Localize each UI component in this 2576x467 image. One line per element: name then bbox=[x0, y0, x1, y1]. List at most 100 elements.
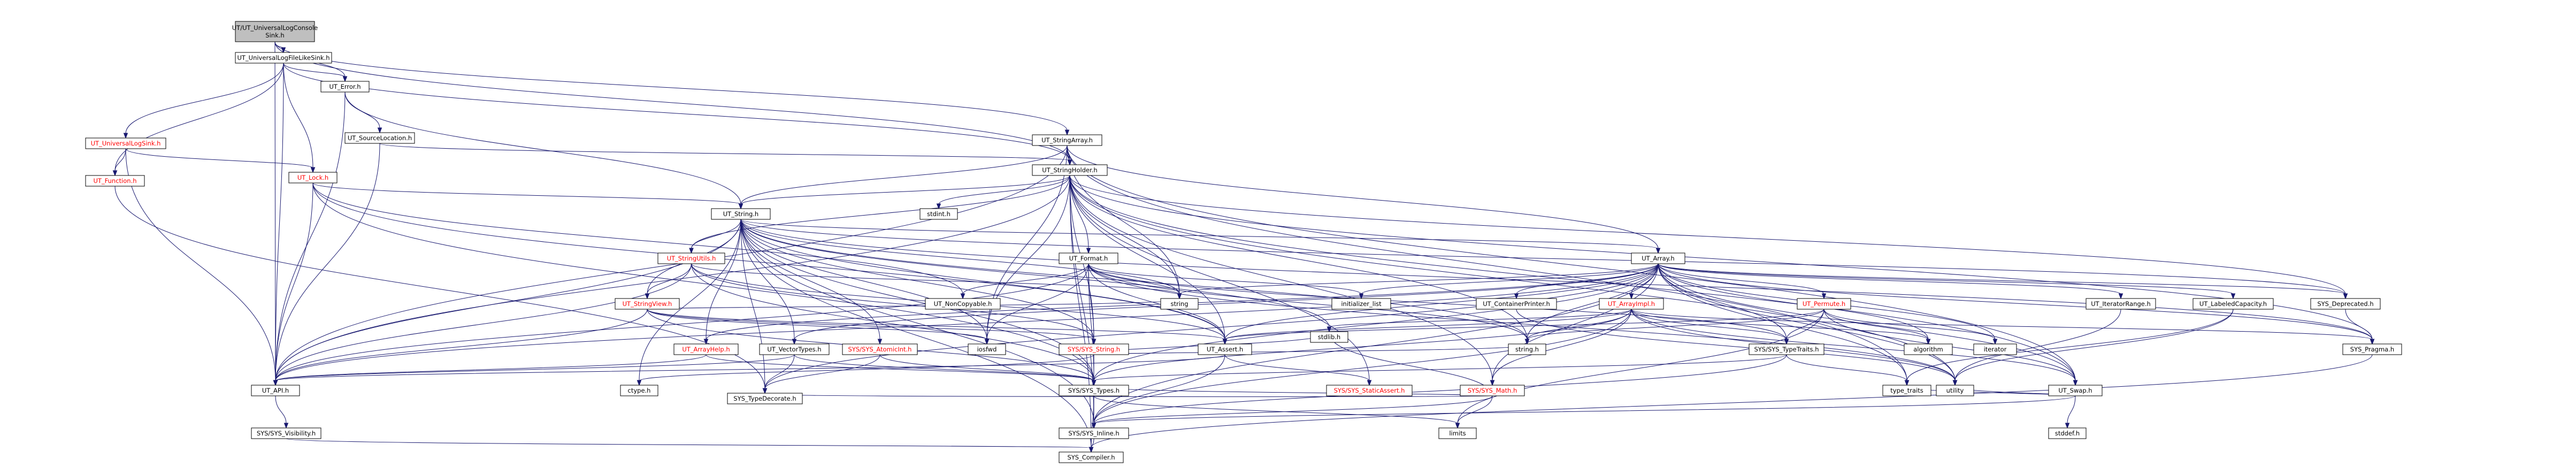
edge-line bbox=[647, 309, 1225, 340]
node-box bbox=[1160, 298, 1199, 310]
node-typetraits[interactable]: SYS/SYS_TypeTraits.h bbox=[1749, 343, 1824, 355]
node-utapi[interactable]: UT_API.h bbox=[251, 385, 300, 396]
node-inline[interactable]: SYS/SYS_Inline.h bbox=[1059, 427, 1129, 439]
node-box bbox=[1936, 385, 1974, 396]
node-strholder[interactable]: UT_StringHolder.h bbox=[1032, 164, 1108, 176]
node-permute[interactable]: UT_Permute.h bbox=[1797, 298, 1851, 310]
dependency-edge bbox=[691, 263, 1097, 345]
node-stdtypetraits[interactable]: type_traits bbox=[1882, 385, 1931, 396]
node-systypes[interactable]: SYS/SYS_Types.h bbox=[1059, 385, 1129, 396]
node-contprinter[interactable]: UT_ContainerPrinter.h bbox=[1476, 298, 1557, 310]
edge-line bbox=[1658, 263, 2234, 295]
dependency-edge bbox=[125, 148, 316, 173]
node-sysstring[interactable]: SYS/SYS_String.h bbox=[1059, 343, 1129, 355]
node-arrayimpl[interactable]: UT_ArrayImpl.h bbox=[1599, 298, 1664, 310]
node-limits[interactable]: limits bbox=[1438, 427, 1477, 439]
edge-arrowhead bbox=[1524, 339, 1530, 345]
node-stdint[interactable]: stdint.h bbox=[919, 208, 958, 220]
node-typedecorate[interactable]: SYS_TypeDecorate.h bbox=[727, 393, 803, 404]
node-cstring[interactable]: string.h bbox=[1508, 343, 1546, 355]
node-label: string.h bbox=[1515, 346, 1539, 353]
dependency-edge bbox=[312, 182, 965, 300]
node-stddef[interactable]: stddef.h bbox=[2048, 427, 2087, 439]
dependency-edge bbox=[1069, 175, 1094, 453]
dependency-edge bbox=[312, 182, 743, 210]
edge-line bbox=[764, 263, 1659, 389]
edge-line bbox=[691, 263, 1094, 340]
dependency-edge bbox=[740, 219, 990, 345]
node-deprecated[interactable]: SYS_Deprecated.h bbox=[2310, 298, 2381, 310]
node-array[interactable]: UT_Array.h bbox=[1631, 252, 1685, 264]
node-label: SYS/SYS_TypeTraits.h bbox=[1754, 346, 1819, 353]
edge-line bbox=[764, 354, 795, 389]
node-label: SYS/SYS_Math.h bbox=[1468, 387, 1517, 394]
node-initlist[interactable]: initializer_list bbox=[1331, 298, 1391, 310]
edge-arrowhead bbox=[792, 339, 797, 345]
node-function[interactable]: UT_Function.h bbox=[85, 175, 145, 187]
edge-line bbox=[1093, 309, 1632, 424]
edge-line bbox=[1658, 263, 2346, 295]
edge-line bbox=[1954, 309, 2121, 381]
edge-arrowhead bbox=[637, 380, 642, 386]
edge-line bbox=[938, 175, 1070, 205]
node-compiler[interactable]: SYS_Compiler.h bbox=[1059, 451, 1124, 463]
edge-arrowhead bbox=[689, 248, 694, 254]
node-pragma[interactable]: SYS_Pragma.h bbox=[2342, 343, 2402, 355]
edge-arrowhead bbox=[310, 167, 316, 173]
node-labcap[interactable]: UT_LabeledCapacity.h bbox=[2192, 298, 2274, 310]
node-format[interactable]: UT_Format.h bbox=[1059, 252, 1118, 264]
node-vectortypes[interactable]: UT_VectorTypes.h bbox=[759, 343, 830, 355]
node-staticassert[interactable]: SYS/SYS_StaticAssert.h bbox=[1326, 385, 1413, 396]
node-noncopy[interactable]: UT_NonCopyable.h bbox=[925, 298, 1001, 310]
dependency-edge bbox=[1069, 175, 1182, 300]
node-iosfwd[interactable]: iosfwd bbox=[968, 343, 1006, 355]
dependency-edge bbox=[286, 438, 1094, 453]
edge-arrowhead bbox=[1629, 293, 1634, 300]
node-iterrange[interactable]: UT_IteratorRange.h bbox=[2086, 298, 2156, 310]
node-stdlib[interactable]: stdlib.h bbox=[1310, 331, 1348, 343]
node-strarray[interactable]: UT_StringArray.h bbox=[1032, 134, 1102, 146]
node-strutils[interactable]: UT_StringUtils.h bbox=[657, 252, 725, 264]
edge-line bbox=[1069, 175, 1370, 381]
node-assert[interactable]: UT_Assert.h bbox=[1198, 343, 1252, 355]
dependency-edge bbox=[275, 395, 289, 429]
node-label: UT_Array.h bbox=[1642, 255, 1674, 262]
node-label: SYS/SYS_AtomicInt.h bbox=[848, 346, 912, 353]
edge-line bbox=[647, 309, 1094, 340]
dependency-edge bbox=[762, 354, 795, 394]
node-atomicint[interactable]: SYS/SYS_AtomicInt.h bbox=[842, 343, 918, 355]
node-lock[interactable]: UT_Lock.h bbox=[288, 172, 338, 183]
node-error[interactable]: UT_Error.h bbox=[320, 81, 370, 93]
node-arrayhelp[interactable]: UT_ArrayHelp.h bbox=[673, 343, 739, 355]
dependency-edge bbox=[1067, 145, 1661, 254]
node-string[interactable]: string bbox=[1160, 298, 1199, 310]
edge-line bbox=[275, 91, 346, 381]
node-box bbox=[1032, 134, 1102, 146]
edge-line bbox=[1516, 309, 1956, 381]
node-sysmath[interactable]: SYS/SYS_Math.h bbox=[1460, 385, 1525, 396]
node-ulsink[interactable]: UT_UniversalLogSink.h bbox=[85, 137, 166, 149]
edge-line bbox=[1457, 395, 1493, 424]
node-srcloc[interactable]: UT_SourceLocation.h bbox=[344, 132, 415, 144]
node-label: ctype.h bbox=[628, 387, 651, 394]
edge-line bbox=[740, 145, 1068, 205]
node-iterator[interactable]: iterator bbox=[1973, 343, 2017, 355]
node-swap[interactable]: UT_Swap.h bbox=[2048, 385, 2103, 396]
node-ctype[interactable]: ctype.h bbox=[620, 385, 658, 396]
node-label: string bbox=[1170, 300, 1188, 308]
node-utility[interactable]: utility bbox=[1936, 385, 1974, 396]
edge-arrowhead bbox=[283, 423, 289, 429]
edge-line bbox=[312, 182, 1094, 381]
edge-line bbox=[1069, 175, 1089, 249]
node-label: SYS_TypeDecorate.h bbox=[733, 395, 796, 402]
node-algorithm[interactable]: algorithm bbox=[1904, 343, 1953, 355]
node-utstring[interactable]: UT_String.h bbox=[711, 208, 771, 220]
node-label: stddef.h bbox=[2055, 430, 2080, 437]
edge-line bbox=[740, 219, 1659, 249]
node-box bbox=[759, 343, 830, 355]
node-ulfls[interactable]: UT_UniversalLogFileLikeSink.h bbox=[235, 52, 332, 64]
node-visibility[interactable]: SYS/SYS_Visibility.h bbox=[251, 427, 321, 439]
edge-line bbox=[1067, 145, 1659, 249]
node-strview[interactable]: UT_StringView.h bbox=[615, 298, 680, 310]
dependency-edge bbox=[645, 263, 692, 300]
